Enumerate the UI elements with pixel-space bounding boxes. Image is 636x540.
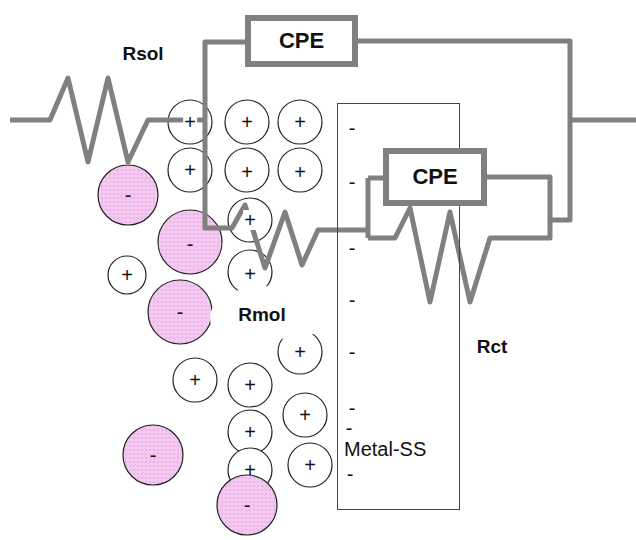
electrode-charge: - xyxy=(348,398,357,418)
electrode-charge: - xyxy=(346,464,355,484)
cation-sign: + xyxy=(293,342,307,362)
circuit-wire xyxy=(358,41,570,220)
cation-sign: + xyxy=(188,370,202,390)
cation-sign: + xyxy=(243,210,257,230)
cation-sign: + xyxy=(243,460,257,480)
cation-sign: + xyxy=(293,112,307,132)
electrode-charge: - xyxy=(345,418,354,438)
anion-sign: - xyxy=(243,495,252,515)
cation-sign: + xyxy=(120,265,134,285)
electrode-charge: - xyxy=(348,290,357,310)
cpe-box: CPE xyxy=(245,15,358,67)
cpe-box: CPE xyxy=(383,148,487,206)
cation-sign: + xyxy=(243,264,257,284)
anion-sign: - xyxy=(186,234,195,254)
component-label: CPE xyxy=(412,164,457,190)
resistor-label: Rsol xyxy=(122,44,163,63)
circuit-wires xyxy=(10,42,636,302)
electrode-charge: - xyxy=(348,238,357,258)
electrode-charge: - xyxy=(348,342,357,362)
cation-sign: + xyxy=(243,375,257,395)
anion-circles xyxy=(98,165,277,535)
anion-sign: - xyxy=(124,185,133,205)
cation-sign: + xyxy=(243,422,257,442)
cation-circles xyxy=(108,100,332,492)
electrode-charge: - xyxy=(348,118,357,138)
resistor-label: Rmol xyxy=(238,305,286,324)
cation-sign: + xyxy=(293,162,307,182)
cation-sign: + xyxy=(298,405,312,425)
anion-sign: - xyxy=(149,445,158,465)
electrode-charge: - xyxy=(348,172,357,192)
cation-sign: + xyxy=(183,160,197,180)
cation-sign: + xyxy=(183,112,197,132)
molecule-layer xyxy=(210,286,318,342)
anion-sign: - xyxy=(176,302,185,322)
component-label: CPE xyxy=(279,28,324,54)
cation-sign: + xyxy=(240,112,254,132)
cation-sign: + xyxy=(240,162,254,182)
cation-sign: + xyxy=(303,455,317,475)
electrode-label: Metal-SS xyxy=(344,438,426,461)
resistor-label: Rct xyxy=(477,337,508,356)
